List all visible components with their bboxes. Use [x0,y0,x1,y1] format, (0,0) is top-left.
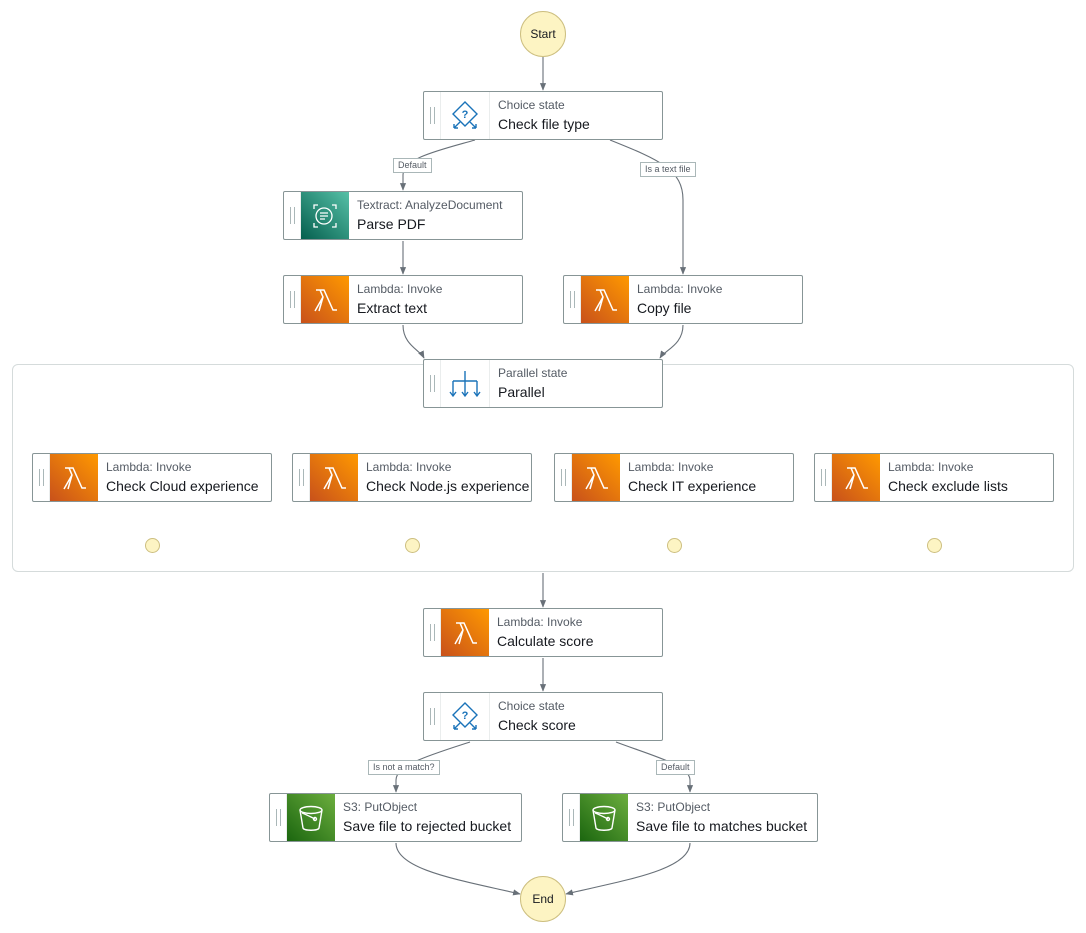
end-node[interactable]: End [520,876,566,922]
lambda-icon [50,454,98,501]
s3-bucket-icon [287,794,335,841]
state-type-label: Choice state [498,98,565,112]
choice-icon: ? [441,92,490,139]
drag-handle-icon[interactable] [33,454,50,501]
drag-handle-icon[interactable] [270,794,287,841]
svg-text:?: ? [462,109,469,121]
lambda-icon [310,454,358,501]
state-type-label: Lambda: Invoke [628,460,714,474]
branch-end-dot [145,538,160,553]
drag-handle-icon[interactable] [424,360,441,407]
start-label: Start [530,27,556,41]
lambda-icon [572,454,620,501]
state-name: Copy file [637,300,692,316]
state-name: Parse PDF [357,216,426,232]
drag-handle-icon[interactable] [564,276,581,323]
drag-handle-icon[interactable] [284,276,301,323]
drag-handle-icon[interactable] [424,693,441,740]
state-type-label: Lambda: Invoke [497,615,583,629]
textract-icon [301,192,349,239]
lambda-icon [441,609,489,656]
parallel-icon [441,360,490,407]
state-name: Check score [498,717,576,733]
lambda-icon [301,276,349,323]
s3-bucket-icon [580,794,628,841]
state-name: Check file type [498,116,590,132]
state-type-label: Textract: AnalyzeDocument [357,198,503,212]
edge-check-file-type-text [609,139,687,275]
state-name: Check Node.js experience [366,478,530,494]
edge-save-rejected-to-end [395,842,521,896]
drag-handle-icon[interactable] [284,192,301,239]
branch-end-dot [927,538,942,553]
state-type-label: S3: PutObject [343,800,418,814]
drag-handle-icon[interactable] [815,454,832,501]
choice-icon: ? [441,693,490,740]
edge-label-default-file: Default [393,158,432,173]
drag-handle-icon[interactable] [555,454,572,501]
state-name: Save file to rejected bucket [343,818,512,834]
state-type-label: Lambda: Invoke [888,460,974,474]
state-name: Check exclude lists [888,478,1008,494]
state-type-label: Lambda: Invoke [106,460,192,474]
drag-handle-icon[interactable] [293,454,310,501]
end-label: End [532,892,554,906]
lambda-icon [581,276,629,323]
state-type-label: Lambda: Invoke [366,460,452,474]
start-node[interactable]: Start [520,11,566,57]
svg-text:?: ? [462,710,469,722]
state-type-label: Lambda: Invoke [357,282,443,296]
branch-end-dot [667,538,682,553]
edge-copy-file-to-parallel [659,324,684,359]
edge-extract-text-to-parallel [402,324,425,359]
edge-save-matches-to-end [565,842,691,896]
drag-handle-icon[interactable] [424,609,441,656]
state-name: Extract text [357,300,428,316]
state-name: Parallel [498,384,545,400]
edge-label-text-file: Is a text file [640,162,696,177]
state-name: Check IT experience [628,478,757,494]
state-name: Save file to matches bucket [636,818,808,834]
state-name: Calculate score [497,633,594,649]
edge-label-not-match: Is not a match? [368,760,440,775]
state-name: Check Cloud experience [106,478,259,494]
lambda-icon [832,454,880,501]
edge-label-default-score: Default [656,760,695,775]
drag-handle-icon[interactable] [424,92,441,139]
drag-handle-icon[interactable] [563,794,580,841]
state-type-label: Choice state [498,699,565,713]
state-type-label: S3: PutObject [636,800,711,814]
state-type-label: Lambda: Invoke [637,282,723,296]
state-type-label: Parallel state [498,366,568,380]
edge-check-file-type-default [399,139,476,191]
branch-end-dot [405,538,420,553]
